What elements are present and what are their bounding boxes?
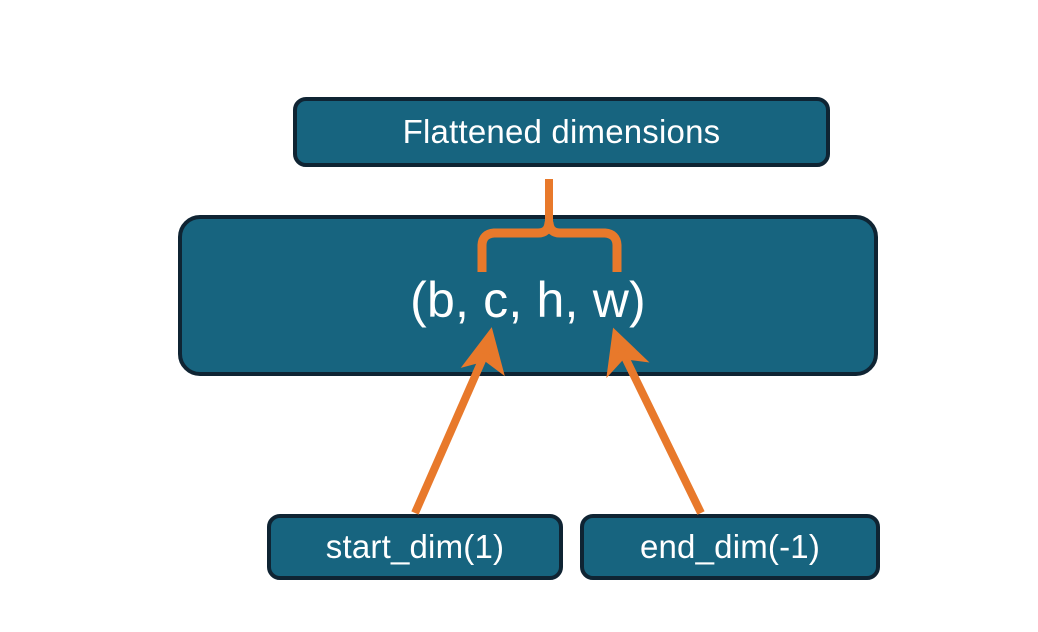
start-dim-box: start_dim(1) xyxy=(267,514,563,580)
tensor-shape-label: (b, c, h, w) xyxy=(410,271,646,328)
end-dim-box: end_dim(-1) xyxy=(580,514,880,580)
tensor-shape-box: (b, c, h, w) xyxy=(178,215,878,376)
flattened-dimensions-box: Flattened dimensions xyxy=(293,97,830,167)
start-dim-label: start_dim(1) xyxy=(325,528,505,565)
flattened-dimensions-label: Flattened dimensions xyxy=(402,113,721,150)
end-dim-label: end_dim(-1) xyxy=(639,528,821,565)
